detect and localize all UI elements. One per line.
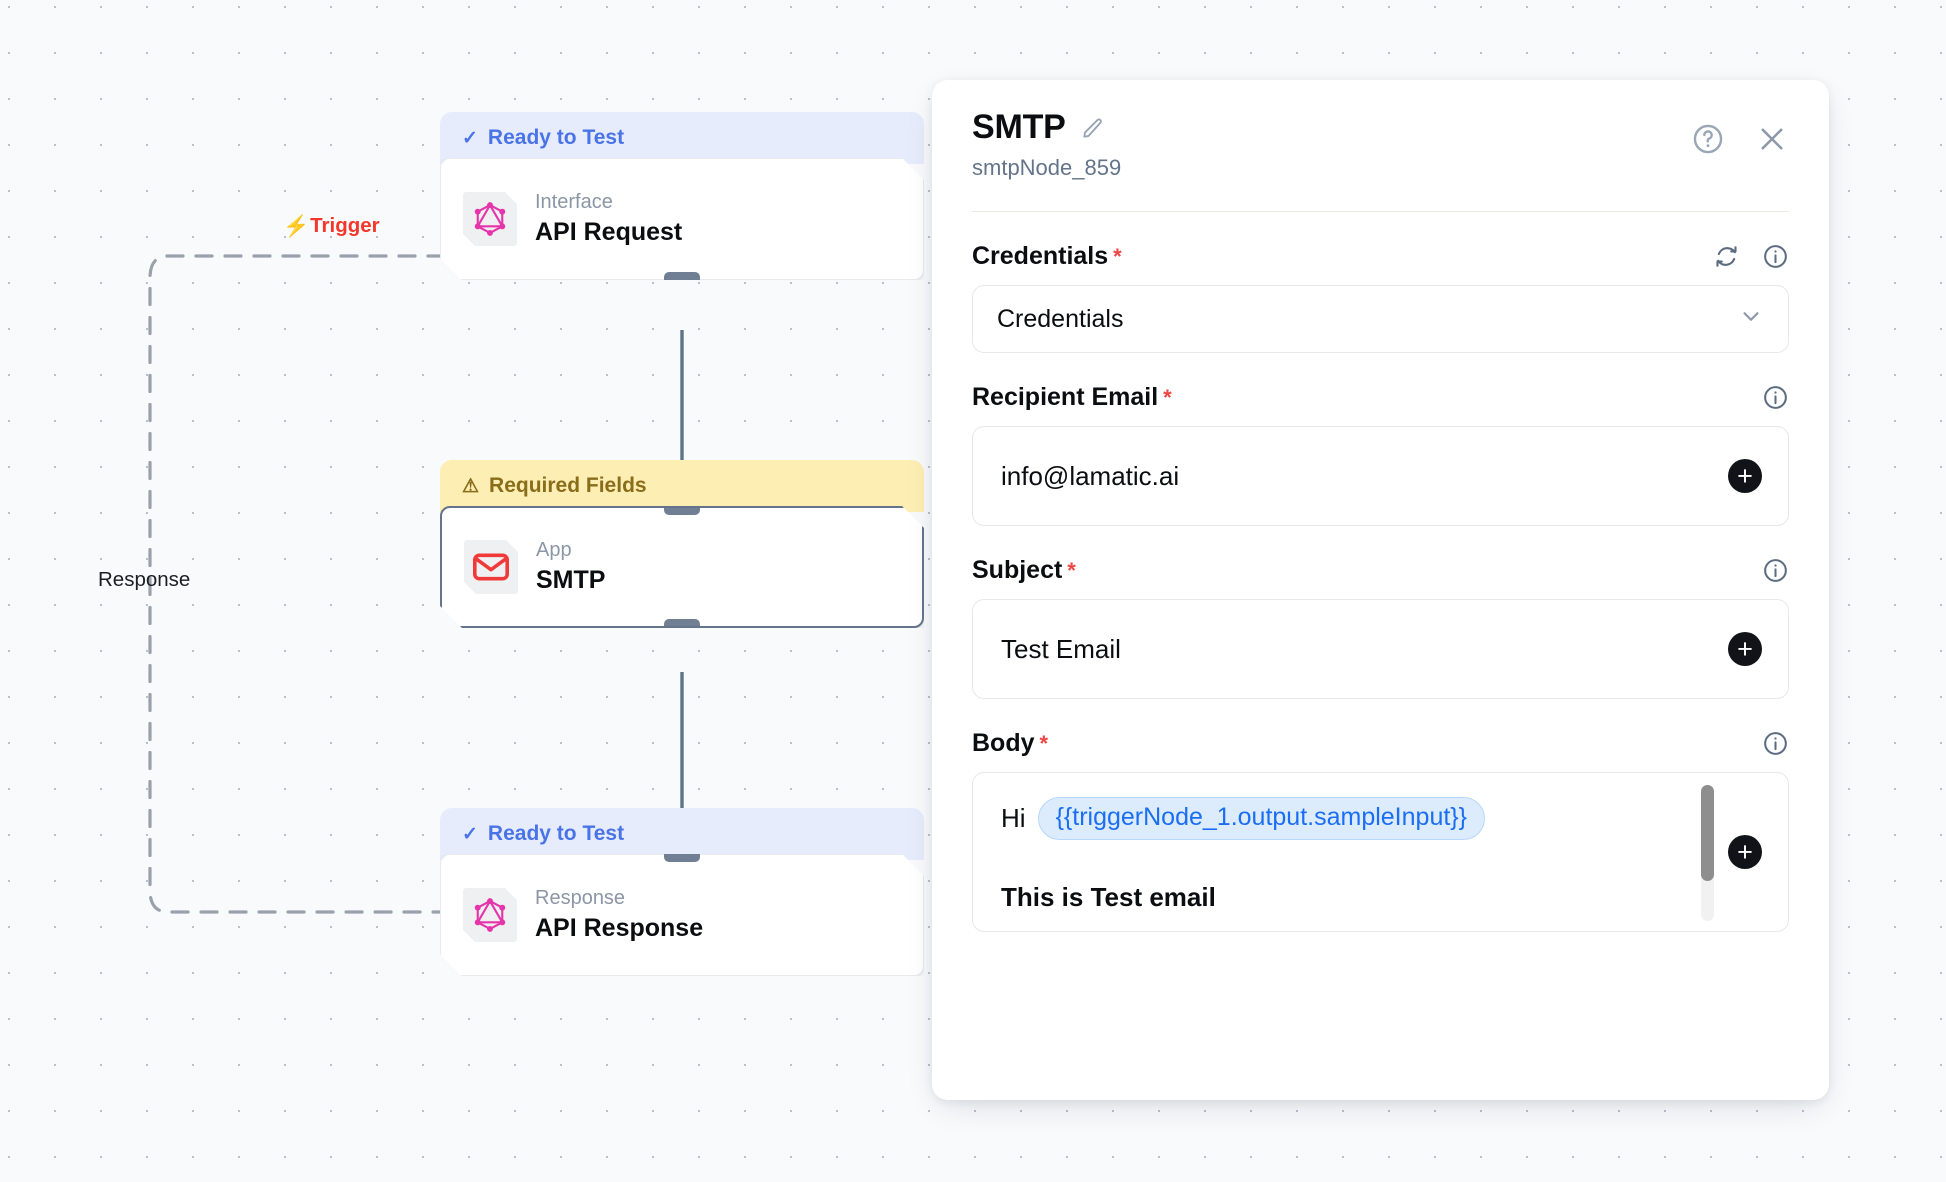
plus-icon[interactable]: + <box>1728 459 1762 493</box>
field-credentials: Credentials* <box>972 242 1789 353</box>
graphql-icon <box>463 888 517 942</box>
credentials-selected-value: Credentials <box>997 304 1124 333</box>
recipient-email-value: info@lamatic.ai <box>1001 460 1180 491</box>
edge-label-trigger: ⚡ Trigger <box>283 214 380 238</box>
body-scrollbar[interactable] <box>1701 785 1714 921</box>
node-body-api-response[interactable]: Response API Response <box>440 854 924 976</box>
subject-value: Test Email <box>1001 633 1121 664</box>
edge-trigger-response <box>148 254 446 914</box>
node-api-request[interactable]: ✓ Ready to Test <box>440 106 924 280</box>
body-textarea[interactable]: Hi {{triggerNode_1.output.sampleInput}} … <box>972 772 1789 932</box>
body-scrollbar-thumb[interactable] <box>1701 785 1714 881</box>
field-body: Body* Hi {{triggerNode <box>972 729 1789 932</box>
field-label-subject: Subject <box>972 556 1063 584</box>
panel-divider <box>972 211 1789 212</box>
node-status-smtp: ⚠ Required Fields <box>440 460 924 512</box>
body-variable-token[interactable]: {{triggerNode_1.output.sampleInput}} <box>1037 797 1485 840</box>
chevron-down-icon <box>1738 303 1764 336</box>
body-prefix-text: Hi <box>1001 803 1026 833</box>
refresh-icon[interactable] <box>1713 243 1740 270</box>
panel-header: SMTP smtpNode_859 <box>972 108 1789 181</box>
node-handle-bottom[interactable] <box>664 619 700 633</box>
node-body-smtp[interactable]: App SMTP <box>440 506 924 628</box>
field-label-credentials: Credentials <box>972 242 1109 270</box>
node-title-label: SMTP <box>536 565 606 594</box>
node-kind-label: Interface <box>535 190 613 213</box>
required-marker: * <box>1067 558 1076 583</box>
edge-label-response: Response <box>98 568 191 591</box>
warning-triangle-icon: ⚠ <box>462 475 480 497</box>
info-circle-icon[interactable] <box>1762 557 1789 584</box>
node-status-label: Required Fields <box>489 474 647 497</box>
graphql-icon <box>463 192 517 246</box>
node-smtp[interactable]: ⚠ Required Fields App SMTP <box>440 454 924 628</box>
plus-icon[interactable]: + <box>1728 632 1762 666</box>
node-status-api-request: ✓ Ready to Test <box>440 112 924 164</box>
node-title-label: API Request <box>535 217 683 246</box>
required-marker: * <box>1163 385 1172 410</box>
node-body-api-request[interactable]: Interface API Request <box>440 158 924 280</box>
envelope-icon <box>464 540 518 594</box>
field-recipient-email: Recipient Email* info@lamatic.ai + <box>972 383 1789 526</box>
close-icon[interactable] <box>1755 122 1789 156</box>
node-kind-label: Response <box>535 886 626 909</box>
info-circle-icon[interactable] <box>1762 384 1789 411</box>
field-label-recipient-email: Recipient Email <box>972 383 1159 411</box>
node-api-response[interactable]: ✓ Ready to Test <box>440 802 924 976</box>
info-circle-icon[interactable] <box>1762 243 1789 270</box>
check-icon: ✓ <box>462 127 478 149</box>
node-status-label: Ready to Test <box>487 822 625 845</box>
subject-input[interactable]: Test Email + <box>972 599 1789 699</box>
page-title: SMTP <box>972 108 1066 146</box>
pencil-icon[interactable] <box>1080 115 1106 141</box>
node-status-label: Ready to Test <box>487 126 625 149</box>
node-id-label: smtpNode_859 <box>972 155 1122 180</box>
question-circle-icon[interactable] <box>1691 122 1725 156</box>
node-handle-bottom[interactable] <box>664 272 700 286</box>
check-icon: ✓ <box>462 823 478 845</box>
body-second-line: This is Test email <box>1001 882 1216 912</box>
edge-label-trigger-text: Trigger <box>310 214 380 237</box>
node-title-label: API Response <box>535 913 704 942</box>
required-marker: * <box>1113 244 1122 269</box>
required-marker: * <box>1039 731 1049 756</box>
info-circle-icon[interactable] <box>1762 730 1789 757</box>
credentials-select[interactable]: Credentials <box>972 285 1789 353</box>
recipient-email-input[interactable]: info@lamatic.ai + <box>972 426 1789 526</box>
node-config-panel[interactable]: SMTP smtpNode_859 <box>932 80 1829 1100</box>
plus-icon[interactable]: + <box>1728 835 1762 869</box>
node-status-api-response: ✓ Ready to Test <box>440 808 924 860</box>
field-label-body: Body <box>972 729 1035 757</box>
node-kind-label: App <box>536 538 572 561</box>
lightning-bolt-icon: ⚡ <box>283 214 310 238</box>
field-subject: Subject* Test Email + <box>972 556 1789 699</box>
